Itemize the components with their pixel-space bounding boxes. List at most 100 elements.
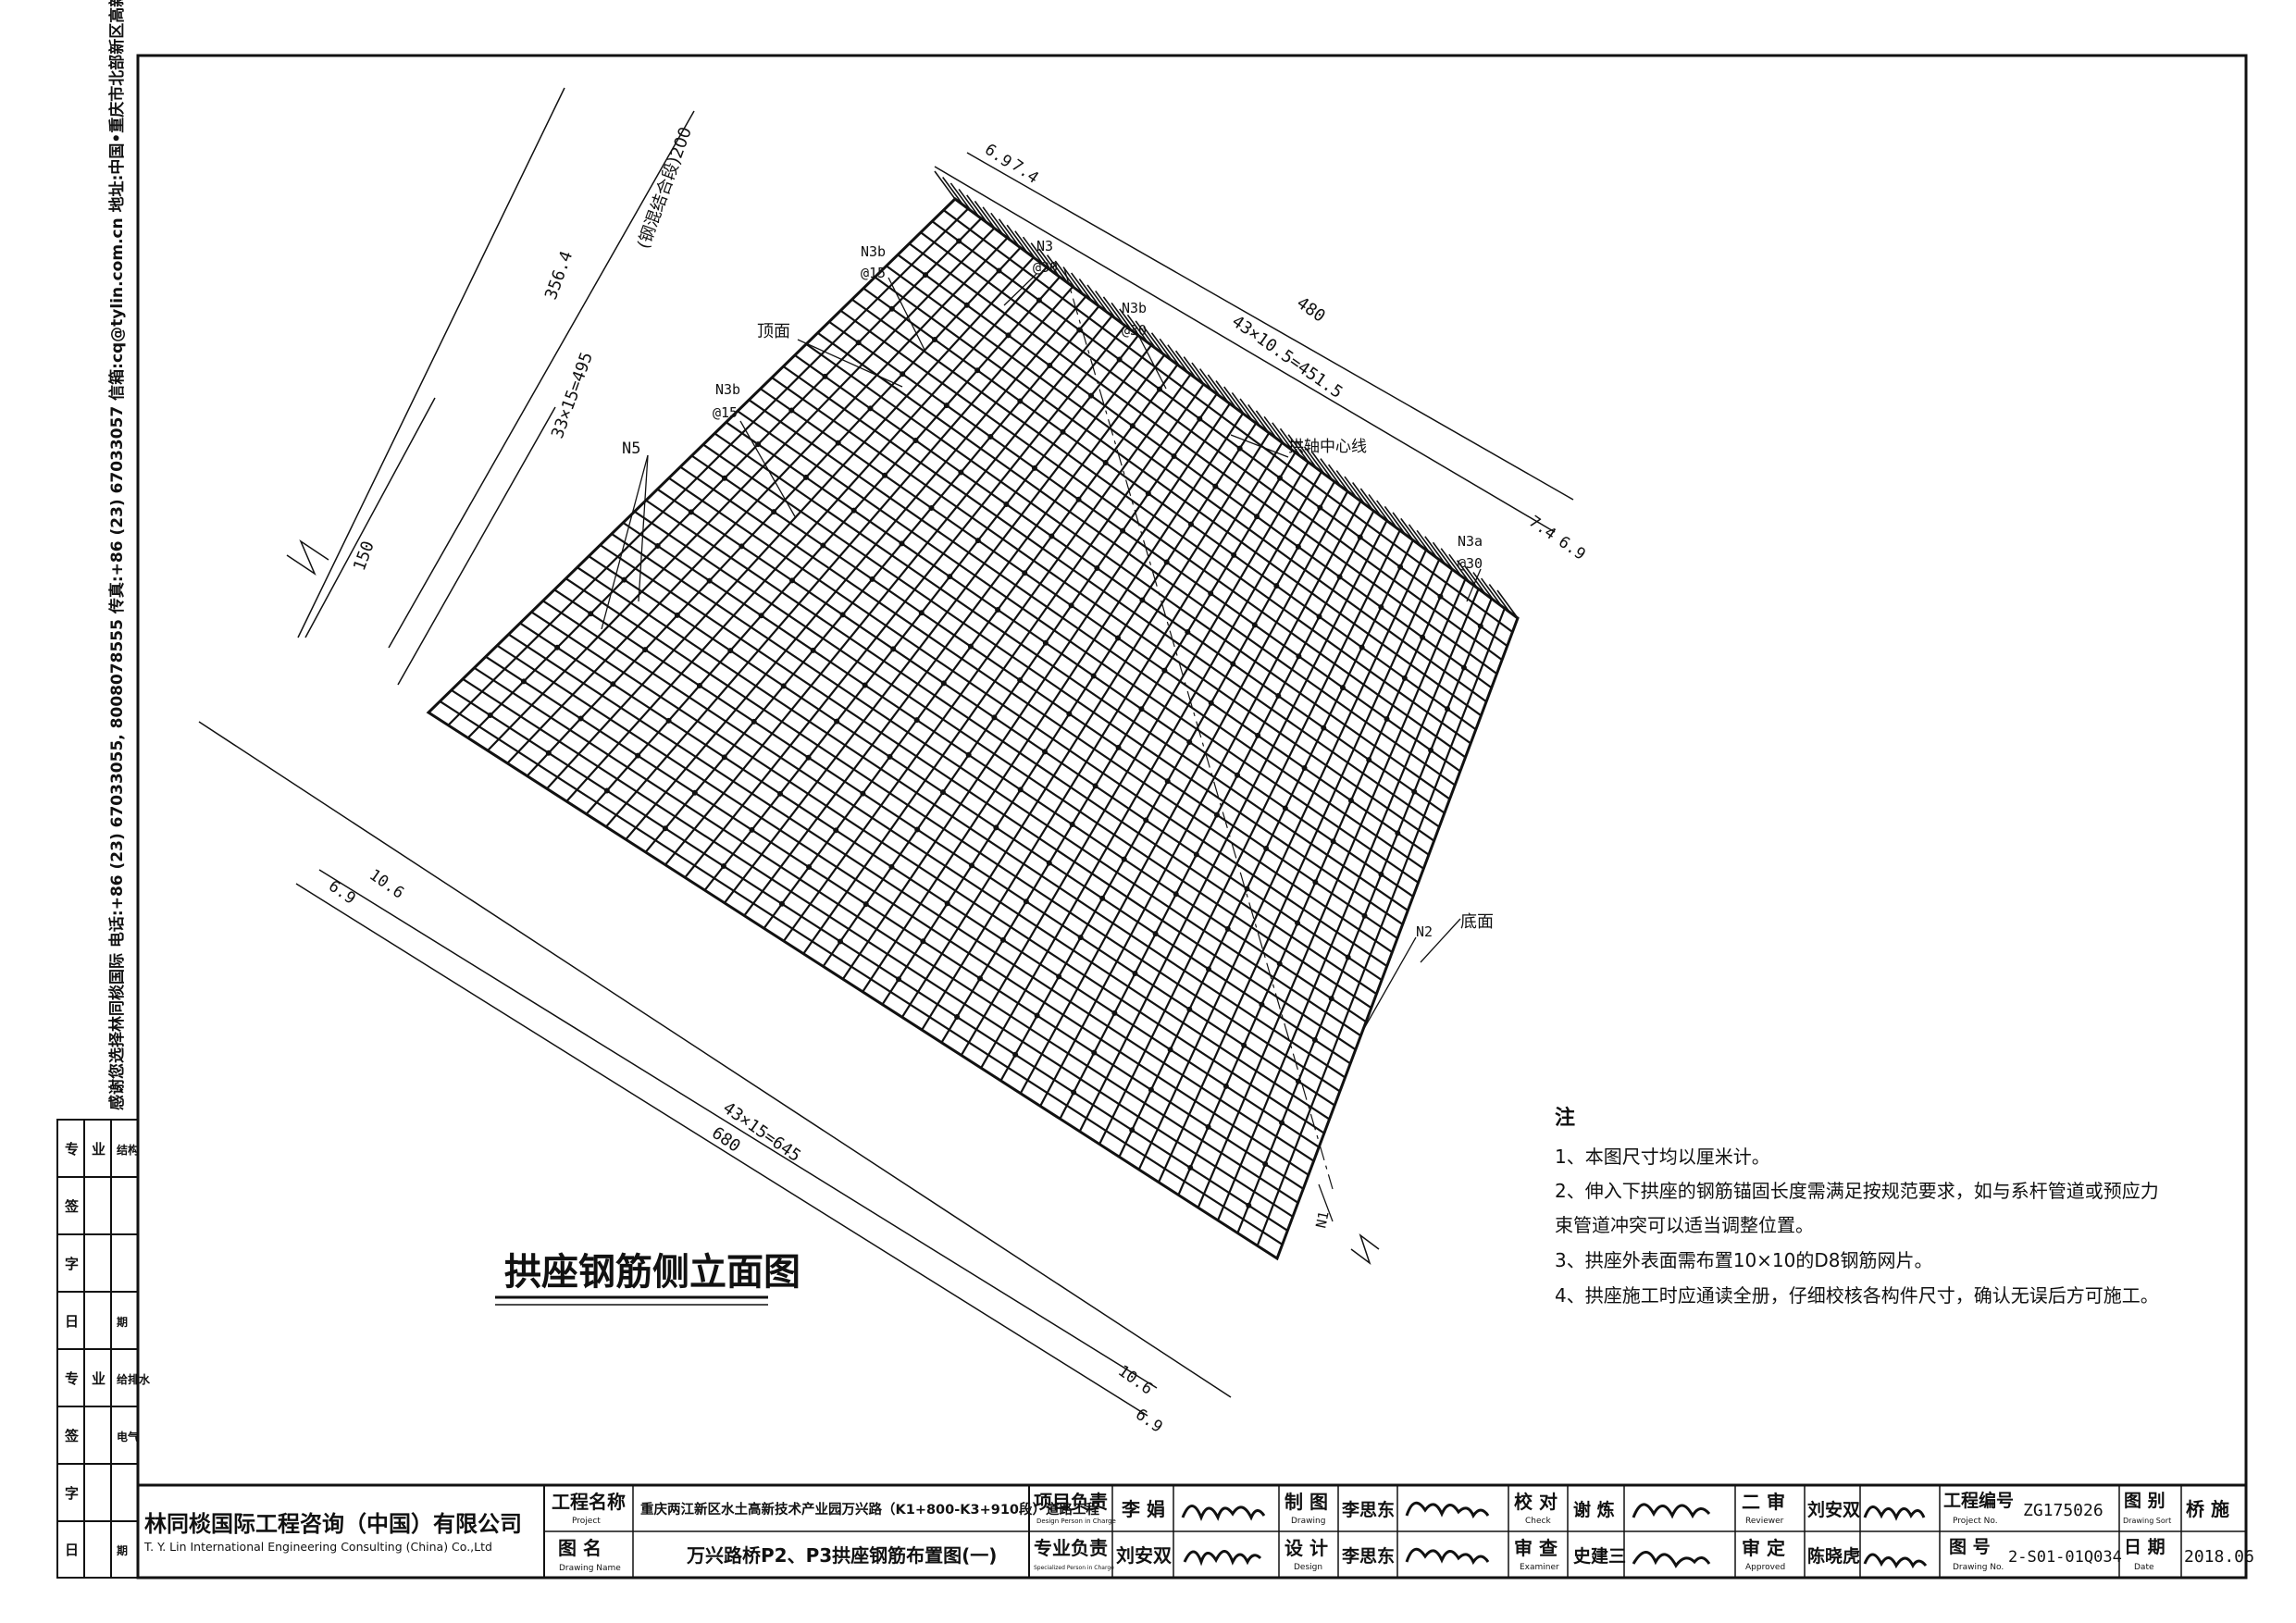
- tie-dot: [944, 900, 950, 907]
- rebar-tail: [1022, 236, 1045, 266]
- tie-dot: [1156, 386, 1162, 392]
- rebar-line: [577, 566, 1347, 1079]
- leader-line: [1420, 918, 1461, 963]
- label-n2: N2: [1416, 923, 1433, 940]
- tie-dot: [899, 540, 905, 547]
- rebar-line: [1098, 529, 1401, 1145]
- rebar-tail: [966, 194, 988, 224]
- tie-dot: [1255, 732, 1261, 738]
- tie-dot: [1003, 501, 1010, 507]
- rebar-line: [725, 421, 1414, 898]
- tie-dot: [755, 441, 762, 448]
- tie-dot: [780, 683, 787, 689]
- tie-dot: [1049, 533, 1055, 539]
- tie-dot: [1069, 822, 1075, 828]
- rebar-tail: [1198, 368, 1222, 398]
- tie-dot: [520, 678, 527, 685]
- rebar-tail: [1440, 548, 1462, 577]
- leader-line: [638, 454, 649, 602]
- leader-line: [601, 454, 649, 630]
- rebar-tail: [1488, 584, 1510, 613]
- tie-dot: [1094, 565, 1100, 572]
- tie-dot: [554, 644, 561, 650]
- rebar-tail: [934, 170, 956, 200]
- rebar-tail: [1496, 589, 1519, 619]
- rebar-tail: [1014, 230, 1036, 260]
- tie-dot: [965, 751, 972, 758]
- leader-line: [1137, 334, 1167, 390]
- tie-dot: [1012, 1051, 1019, 1058]
- dimension-line: [198, 721, 1232, 1398]
- tie-dot: [1345, 954, 1351, 960]
- sign-cell: 业: [92, 1370, 105, 1387]
- rebar-tail: [1030, 242, 1052, 272]
- rebar-tail: [1480, 577, 1503, 607]
- tie-dot: [1071, 1089, 1077, 1096]
- tie-dot: [1330, 838, 1336, 845]
- date-value: 2018.06: [2184, 1547, 2254, 1567]
- tie-dot: [802, 474, 809, 480]
- rebar-tail: [1111, 302, 1133, 331]
- sign-table: [56, 1119, 139, 1579]
- tie-dot: [1206, 966, 1212, 973]
- tie-dot: [610, 681, 616, 688]
- tie-dot: [1193, 851, 1199, 858]
- arch-axis-line: [1063, 267, 1334, 1190]
- tie-dot: [954, 1014, 961, 1021]
- tie-dot: [588, 611, 594, 617]
- rebar-tail: [1167, 344, 1189, 374]
- tie-dot: [890, 646, 897, 652]
- tie-dot: [918, 610, 925, 616]
- rebar-tail: [1400, 517, 1422, 547]
- rebar-line: [530, 611, 1325, 1134]
- tie-dot: [1437, 593, 1444, 600]
- dwgno-label: 图 号: [1949, 1537, 1991, 1557]
- rebar-line: [625, 295, 1087, 840]
- tie-dot: [1197, 415, 1203, 422]
- tie-dot: [1259, 1001, 1265, 1008]
- tie-dot: [1145, 490, 1151, 497]
- rebar-line: [874, 276, 1483, 717]
- tie-dot: [863, 901, 869, 908]
- rebar-tail: [1327, 464, 1350, 493]
- exam-label: 审 查: [1514, 1537, 1558, 1559]
- project-name: 重庆两江新区水土高新技术产业园万兴路（K1+800-K3+910段）道路工程: [640, 1501, 1099, 1518]
- tie-dot: [928, 504, 935, 511]
- rebar-line: [702, 443, 1404, 925]
- review-label: 二 审: [1742, 1491, 1785, 1513]
- rebar-line: [506, 237, 1009, 764]
- tie-dot: [1042, 749, 1049, 755]
- tie-dot: [665, 717, 672, 724]
- rebar-tail: [1368, 493, 1390, 523]
- rebar-line: [760, 388, 1430, 856]
- tie-dot: [969, 862, 975, 869]
- tie-dot: [662, 825, 668, 832]
- projno-label: 工程编号: [1943, 1490, 2014, 1511]
- sheet-frame: [136, 54, 2248, 1580]
- rebar-line: [851, 298, 1471, 745]
- tie-dot: [778, 900, 785, 907]
- draw-name: 李思东: [1341, 1499, 1395, 1520]
- tie-dot: [1208, 700, 1214, 706]
- rebar-line: [565, 266, 1048, 802]
- tie-dot: [900, 371, 906, 378]
- check-name: 谢 炼: [1573, 1499, 1615, 1520]
- tie-dot: [958, 469, 964, 476]
- dimension-line: [934, 166, 1556, 533]
- tie-dot: [822, 373, 828, 379]
- rebar-line: [816, 331, 1456, 787]
- tie-dot: [1224, 925, 1231, 932]
- tie-dot: [720, 863, 726, 870]
- tie-dot: [654, 542, 661, 549]
- rebar-tail: [1303, 446, 1326, 476]
- tie-dot: [1395, 830, 1401, 836]
- drawing-title: 拱座钢筋侧立面图: [504, 1251, 800, 1294]
- tie-dot: [996, 267, 1002, 274]
- tie-dot: [1336, 574, 1343, 580]
- rebar-line: [507, 633, 1315, 1162]
- rebar-tail: [1078, 279, 1100, 307]
- rebar-line: [782, 365, 1440, 828]
- signature-check: [1632, 1503, 1711, 1519]
- tie-dot: [1241, 1042, 1247, 1048]
- tie-dot: [1060, 428, 1066, 435]
